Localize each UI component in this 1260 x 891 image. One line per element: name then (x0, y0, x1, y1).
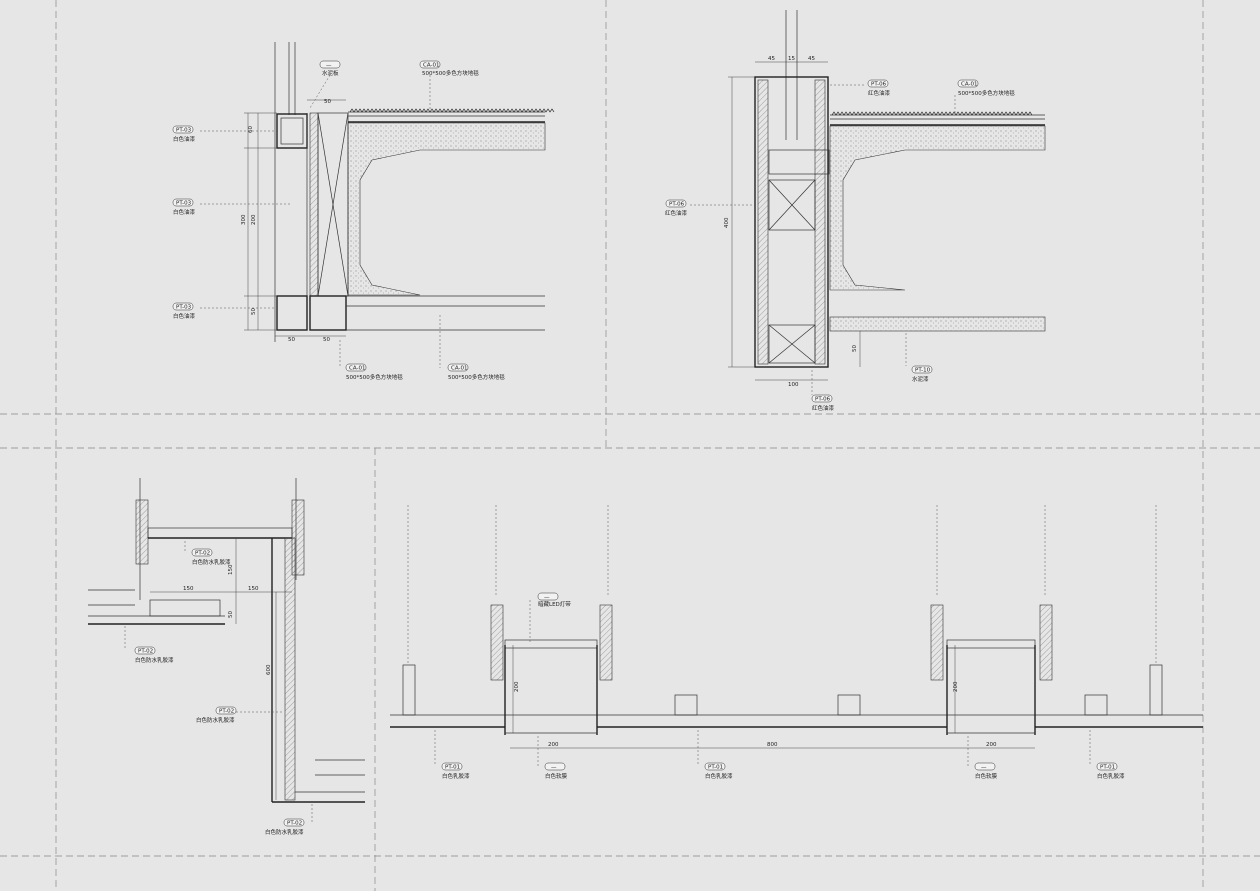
dim-45-a: 45 (768, 56, 775, 62)
label-white-latex-c: 白色乳胶漆 (1097, 772, 1125, 780)
dim-600: 600 (266, 664, 272, 675)
label-white-waterproof-c: 白色防水乳胶漆 (196, 716, 235, 724)
label-carpet-b: 500*500多色方块地毯 (346, 373, 403, 381)
detail-4-ceiling-troughs: 200 800 200 200 200 — 暗藏LED灯带 PT-01 白色乳胶… (390, 505, 1203, 780)
tag-pt06-b: PT-06 (669, 202, 685, 208)
tag-pt06-a: PT-06 (871, 82, 887, 88)
detail-1-wall-section: 60 300 200 50 50 50 50 — 水泥板 CA-01 500*5… (172, 42, 555, 381)
tag-softfilm-a: — (551, 765, 557, 771)
dim-150-a: 150 (183, 586, 194, 592)
label-red-paint-a: 红色油漆 (868, 89, 891, 97)
dim-150-v: 150 (228, 564, 234, 575)
detail-3-ceiling-drop: 150 150 150 50 600 PT-02 白色防水乳胶漆 PT-02 白… (88, 478, 365, 836)
tag-ca01-top: CA-01 (423, 63, 439, 69)
tag-pt01-c: PT-01 (1100, 765, 1115, 771)
tag-pt01-a: PT-01 (445, 765, 460, 771)
tag-ca01-b: CA-01 (349, 366, 365, 372)
dim-300: 300 (241, 214, 247, 225)
tag-pt02-c: PT-02 (219, 709, 234, 715)
tag-pt03-b: PT-03 (176, 201, 192, 207)
label-carpet-col: 500*500多色方块地毯 (958, 89, 1015, 97)
dim-50-left: 50 (251, 308, 257, 315)
tag-pt02-a: PT-02 (195, 551, 210, 557)
tag-softfilm-b: — (981, 765, 987, 771)
hanger-rods (407, 505, 1157, 665)
label-white-paint-c: 白色油漆 (173, 312, 196, 320)
dim-200: 200 (251, 214, 257, 225)
tag-pt10: PT-10 (915, 368, 931, 374)
dim-15: 15 (788, 56, 795, 62)
dim-100: 100 (788, 382, 799, 388)
dim-200-a: 200 (548, 742, 559, 748)
tag-ca01-c: CA-01 (451, 366, 467, 372)
label-red-paint-b: 红色油漆 (665, 209, 688, 217)
tag-pt03-a: PT-03 (176, 128, 192, 134)
dim-200-b: 200 (986, 742, 997, 748)
tag-ca01-col: CA-01 (961, 82, 977, 88)
dim-50-v: 50 (228, 611, 234, 618)
dim-60: 60 (248, 126, 254, 133)
dim-800: 800 (767, 742, 778, 748)
dim-50-top: 50 (324, 99, 331, 105)
label-white-paint-a: 白色油漆 (173, 135, 196, 143)
label-white-paint-b: 白色油漆 (173, 208, 196, 216)
label-hidden-led: 暗藏LED灯带 (538, 600, 571, 608)
dim-50-bottom-b: 50 (323, 337, 330, 343)
tag-pt02-d: PT-02 (287, 821, 302, 827)
carpet-tufts (349, 108, 555, 113)
tag-pt06-c: PT-06 (815, 397, 831, 403)
dim-50-bottom-a: 50 (288, 337, 295, 343)
label-white-waterproof-d: 白色防水乳胶漆 (265, 828, 304, 836)
label-carpet-c: 500*500多色方块地毯 (448, 373, 505, 381)
label-carpet-top: 500*500多色方块地毯 (422, 69, 479, 77)
tag-led: — (544, 595, 550, 601)
detail-2-column-section: 45 15 45 400 100 50 PT-06 红色油漆 CA-01 500… (665, 10, 1046, 412)
label-white-soft-film-b: 白色软膜 (975, 772, 998, 780)
label-white-waterproof-b: 白色防水乳胶漆 (135, 656, 174, 664)
dim-45-b: 45 (808, 56, 815, 62)
label-cement-paint: 水泥漆 (912, 375, 929, 383)
label-white-waterproof-a: 白色防水乳胶漆 (192, 558, 231, 566)
dim-200-v-b: 200 (953, 681, 959, 692)
tag-cement-board: — (326, 63, 332, 69)
label-white-latex-b: 白色乳胶漆 (705, 772, 733, 780)
label-cement-board: 水泥板 (322, 69, 339, 77)
tag-pt01-b: PT-01 (708, 765, 723, 771)
label-red-paint-c: 红色油漆 (812, 404, 835, 412)
dim-150-b: 150 (248, 586, 259, 592)
dim-200-v-a: 200 (514, 681, 520, 692)
dim-50-col: 50 (852, 345, 858, 352)
label-white-soft-film-a: 白色软膜 (545, 772, 568, 780)
tag-pt02-b: PT-02 (138, 649, 153, 655)
tag-pt03-c: PT-03 (176, 305, 192, 311)
dim-400: 400 (724, 217, 730, 228)
label-white-latex-a: 白色乳胶漆 (442, 772, 470, 780)
